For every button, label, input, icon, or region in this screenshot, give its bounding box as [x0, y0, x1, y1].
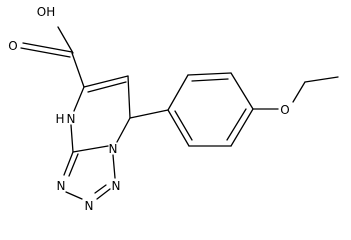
label-tetrazole-n4: N — [57, 179, 66, 193]
bond-ar2-ar3 — [187, 72, 232, 76]
bond-n2-n1 — [112, 154, 116, 179]
bond-acid-ring — [71, 52, 85, 88]
label-tetrazole-n2: N — [112, 179, 121, 193]
bond-nh-c6 — [73, 86, 85, 112]
bond-c9-n4-inner — [68, 153, 79, 177]
bond-ar3-ar4 — [230, 72, 254, 110]
bond-ar6-ar1 — [167, 109, 190, 147]
bond-c8-n1 — [116, 117, 131, 143]
bond-c7-c8 — [127, 75, 131, 119]
bond-c-o-double-b — [20, 47, 71, 58]
bond-ar1-ar2 — [167, 74, 189, 111]
bond-c9-nh — [70, 124, 74, 153]
bond-c6-c7-inner — [87, 81, 127, 93]
bond-n4-n3 — [65, 191, 83, 200]
bond-c6-c7 — [83, 75, 129, 88]
label-ring-nh-h: H — [55, 112, 64, 126]
bond-c8-aryl — [129, 109, 169, 119]
bond-ar4-ar5-inner — [226, 108, 247, 141]
label-ring-nh: N — [67, 112, 76, 126]
bond-ar6-ar1-inner — [174, 110, 193, 141]
bond-ar4-ar5 — [230, 108, 254, 147]
label-hydroxyl: OH — [37, 5, 55, 19]
bond-n1-c9 — [72, 145, 109, 153]
bond-c-o-double-a — [22, 42, 73, 53]
label-tetrazole-n3: N — [85, 199, 94, 213]
label-carbonyl-oxygen: O — [8, 39, 17, 53]
bond-ch2-ch3 — [304, 76, 339, 83]
bond-n3-n2-inner — [94, 184, 107, 194]
bond-n3-n2 — [96, 188, 111, 200]
molecule-diagram: OH O H N N N N N O — [8, 5, 339, 213]
bond-o-ch2 — [292, 81, 306, 103]
bond-ar2-ar3-inner — [191, 78, 229, 82]
structure-canvas: OH O H N N N N N O — [8, 5, 339, 213]
label-bridge-n: N — [109, 142, 118, 156]
label-ether-oxygen: O — [280, 103, 289, 117]
bond-c9-n4 — [63, 151, 74, 176]
bond-c-oh — [57, 26, 74, 54]
